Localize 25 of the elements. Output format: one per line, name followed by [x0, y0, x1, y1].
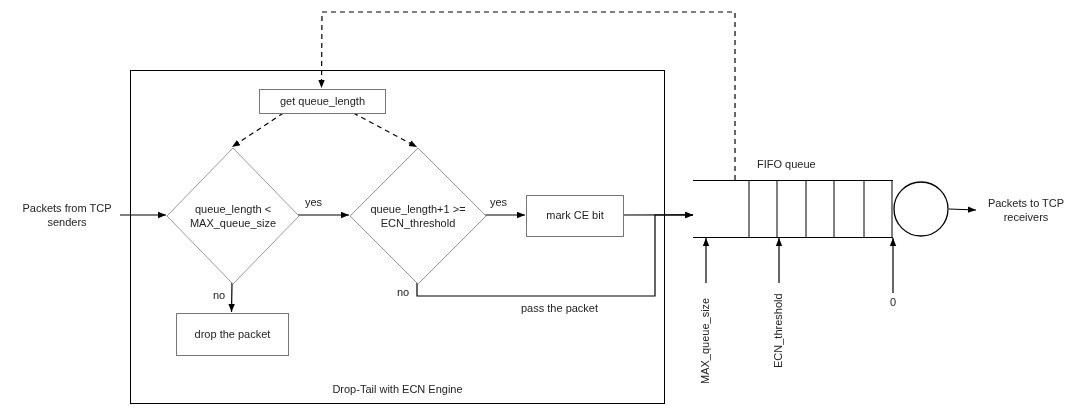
arrow — [297, 211, 350, 219]
process-box: drop the packet — [176, 313, 289, 356]
threshold-label: ECN_threshold — [770, 283, 788, 378]
engine-panel — [130, 70, 665, 404]
arrow — [352, 112, 418, 148]
flow-label: Packets to TCP receivers — [976, 192, 1076, 228]
arrow — [119, 211, 167, 219]
arrow — [484, 211, 526, 219]
arrow — [948, 206, 977, 213]
process-box: get queue_length — [259, 89, 386, 114]
arrow — [775, 237, 783, 284]
threshold-label: MAX_queue_size — [697, 283, 715, 398]
process-box: mark CE bit — [526, 195, 624, 237]
flow-label: Packets from TCP senders — [14, 196, 120, 234]
arrow — [702, 237, 710, 284]
condition-text: queue_length+1 >= ECN_threshold — [369, 202, 467, 230]
arrow — [889, 237, 897, 294]
queue-heading: FIFO queue — [757, 157, 816, 172]
arrow — [318, 11, 736, 181]
flow-label: 0 — [886, 293, 900, 311]
arrow — [228, 282, 235, 313]
arrow — [622, 211, 694, 219]
condition-text: queue_length < MAX_queue_size — [188, 202, 278, 230]
panel-title: Drop-Tail with ECN Engine — [331, 381, 464, 397]
arrow — [231, 112, 284, 148]
